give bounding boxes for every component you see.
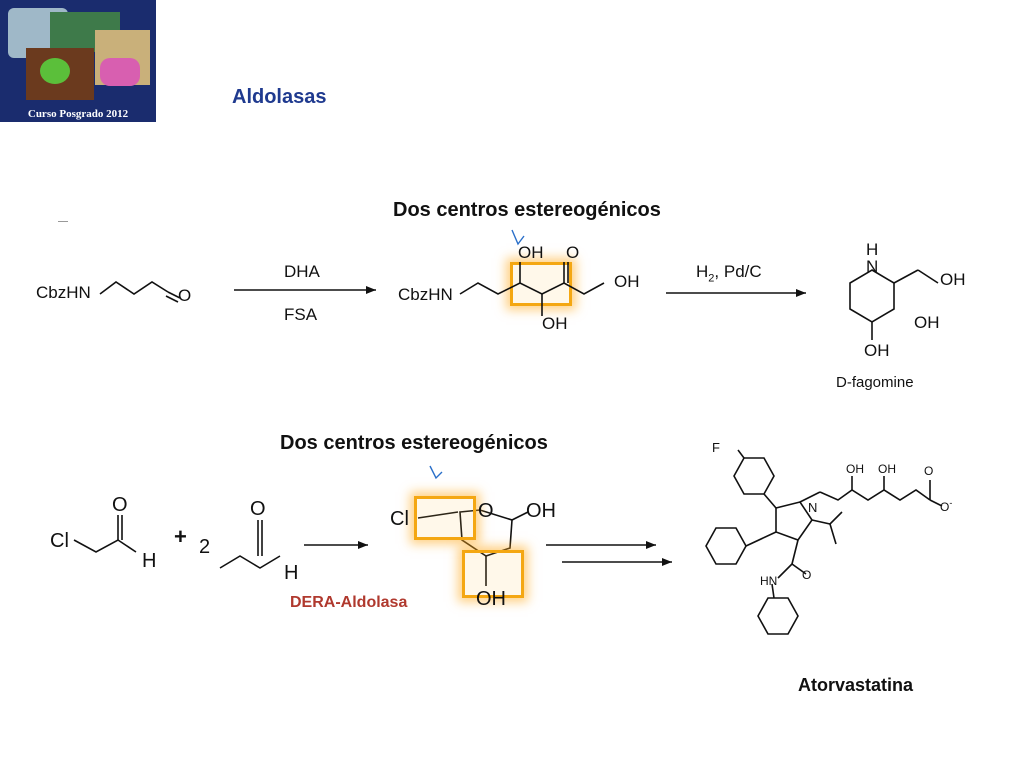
atorva-n: N [808,500,818,515]
lactol-ring [459,509,513,557]
reactant2a-o: O [112,494,128,516]
phenyl-ring-aniline [757,597,799,635]
reactant1-o: O [178,286,192,305]
phenyl-ring-left [705,527,747,565]
intermediate-chain [459,282,605,295]
reactant2b-h: H [284,562,299,584]
intermediate-oh-top: OH [518,243,544,262]
fagomine-n: N [866,257,879,276]
fluorophenyl-ring [733,457,775,495]
reactant2b-o: O [250,498,266,520]
atorva-o-top: O [924,464,934,478]
logo-caption: Curso Posgrado 2012 [27,108,129,120]
intermediate-oh-right: OH [614,272,640,291]
atorva-oh2: OH [878,462,896,476]
pyrrole-ring [775,501,813,541]
reactant1-chain [99,281,169,295]
reactant1-cbzhn: CbzHN [36,283,91,302]
reactant2a-cl: Cl [50,530,69,552]
green-molecule-icon [40,58,70,84]
intermediate-oh-bottom: OH [542,314,568,333]
side-chain [819,489,931,501]
stereocenter-highlight-3 [462,550,524,598]
divider [58,221,68,222]
product-name-atorvastatina: Atorvastatina [798,675,914,695]
enzyme-label: DERA-Aldolasa [290,594,408,611]
reactant2b-chain [219,555,281,569]
intermediate-cbzhn: CbzHN [398,285,453,304]
reactant2a-h: H [142,550,157,572]
reactant1-carbonyl [167,291,181,299]
arrow2-label: H2, Pd/C [696,262,762,285]
fagomine-h: H [866,240,879,259]
arrow1-bottom-label: FSA [284,305,318,324]
intermediate-o-top: O [566,243,580,262]
fagomine-oh3: OH [864,341,890,360]
scheme1-heading: Dos centros estereogénicos [393,199,661,221]
atorva-hn: HN [760,574,778,588]
reactant2a-chain [73,539,137,553]
scheme2-heading: Dos centros estereogénicos [280,432,548,454]
fagomine-oh1: OH [940,270,966,289]
stereo-arrow-icon-2 [429,465,443,480]
lactol-cl: Cl [390,508,409,530]
plus-sign: + [174,524,187,549]
coefficient: 2 [199,536,211,558]
lactol-oh-right: OH [526,500,556,522]
atorva-o-amide: O [802,568,812,582]
fagomine-oh2: OH [914,313,940,332]
page-title: Aldolasas [232,86,327,108]
atorva-oh1: OH [846,462,864,476]
atorva-f: F [712,440,720,455]
lactol-o: O [478,500,494,522]
piperidine-ring [849,269,895,323]
lactol-oh-bottom: OH [476,588,506,610]
atorva-o-minus: O- [940,498,953,514]
arrow1-top-label: DHA [284,262,320,281]
course-logo: Curso Posgrado 2012 [0,0,156,122]
fagomine-name: D-fagomine [836,374,914,391]
stereo-arrow-icon-1 [511,229,525,246]
stereocenter-highlight-2 [414,496,476,540]
pink-flask-icon [100,58,140,86]
